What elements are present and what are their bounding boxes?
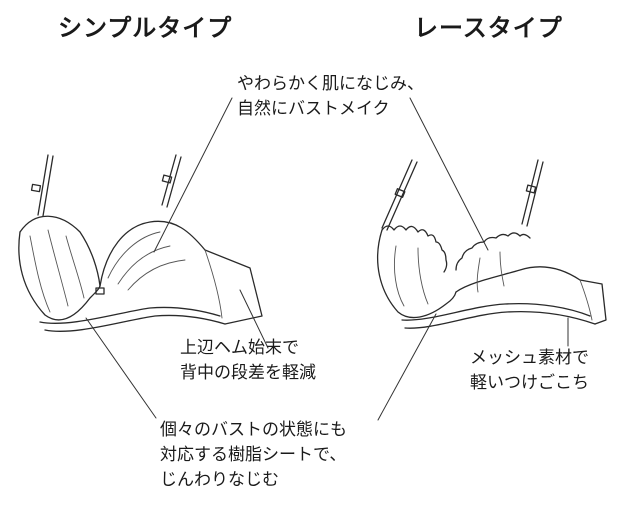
callout-line: じんわりなじむ — [160, 470, 279, 490]
callout-hem-finish: 上辺ヘム始末で 背中の段差を軽減 — [180, 336, 316, 386]
callout-line: 上辺ヘム始末で — [180, 338, 299, 358]
callout-line: 自然にバストメイク — [237, 99, 390, 119]
simple-bra-illustration — [18, 154, 263, 332]
lace-bra-illustration — [376, 159, 607, 329]
leader-lines — [85, 97, 569, 421]
callout-resin-sheet: 個々のバストの状態にも 対応する樹脂シートで、 じんわりなじむ — [160, 418, 347, 493]
callout-line: メッシュ素材で — [470, 348, 589, 368]
callout-line: やわらかく肌になじみ、 — [237, 74, 424, 94]
callout-line: 軽いつけごこち — [470, 373, 589, 393]
callout-line: 個々のバストの状態にも — [160, 420, 347, 440]
callout-natural-shaping: やわらかく肌になじみ、 自然にバストメイク — [237, 72, 424, 122]
callout-line: 背中の段差を軽減 — [180, 363, 316, 383]
callout-mesh-material: メッシュ素材で 軽いつけごこち — [470, 346, 589, 396]
title-lace-type: レースタイプ — [414, 14, 563, 42]
title-simple-type: シンプルタイプ — [58, 14, 233, 42]
callout-line: 対応する樹脂シートで、 — [160, 445, 347, 465]
